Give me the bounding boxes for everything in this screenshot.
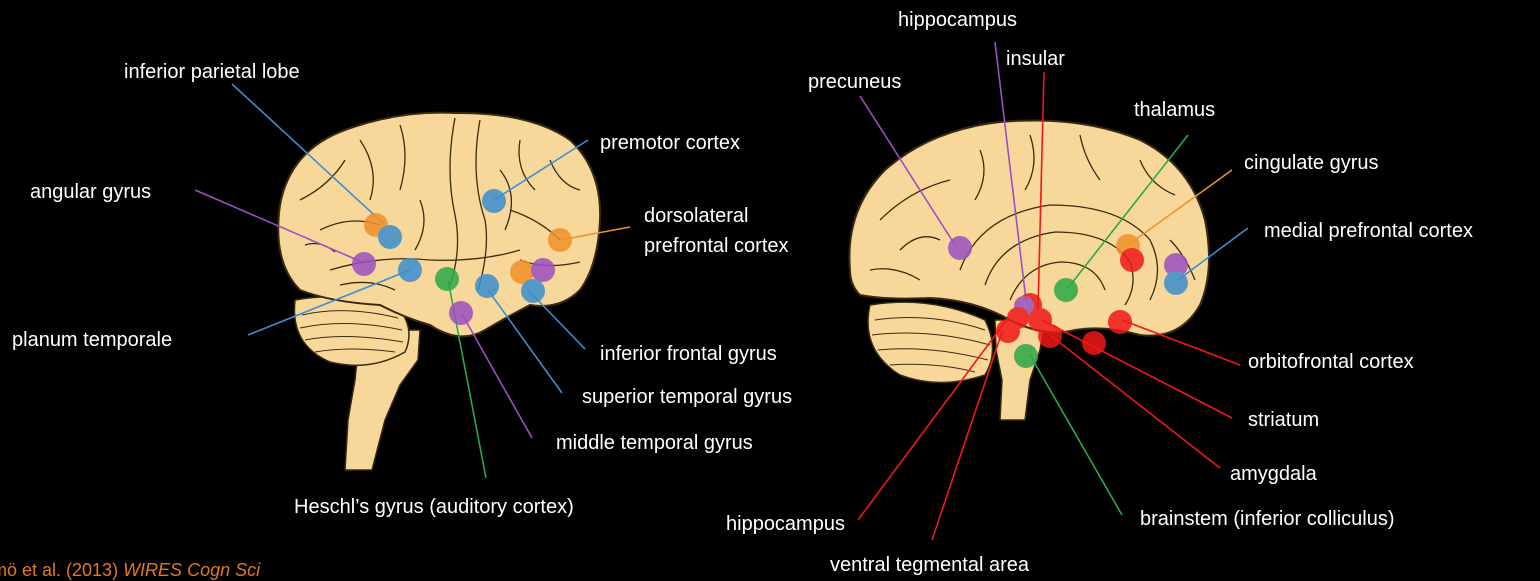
spot-precuneus <box>948 236 972 260</box>
spot-ifg-blue <box>521 279 545 303</box>
spot-thalamus <box>1054 278 1078 302</box>
label-angular-gyrus: angular gyrus <box>30 180 151 204</box>
spot-amygdala <box>1038 324 1062 348</box>
spot-heschl <box>435 267 459 291</box>
label-planum-temporale: planum temporale <box>12 328 172 352</box>
citation: mö et al. (2013) WIRES Cogn Sci <box>0 560 260 581</box>
label-cingulate-gyrus: cingulate gyrus <box>1244 151 1379 175</box>
label-ventral-tegmental-area: ventral tegmental area <box>830 553 1029 577</box>
label-insular: insular <box>1006 47 1065 71</box>
label-heschls-gyrus: Heschl’s gyrus (auditory cortex) <box>294 495 574 519</box>
spot-brainstem <box>1014 344 1038 368</box>
label-middle-temporal-gyrus: middle temporal gyrus <box>556 431 753 455</box>
spot-ifg-purple <box>531 258 555 282</box>
spot-dlpfc <box>548 228 572 252</box>
label-premotor-cortex: premotor cortex <box>600 131 740 155</box>
spot-mpfc-blue <box>1164 271 1188 295</box>
spot-ofc-2 <box>1082 331 1106 355</box>
spot-hippocampus-red-2 <box>1007 307 1029 329</box>
spot-angular <box>352 252 376 276</box>
label-medial-prefrontal-cortex: medial prefrontal cortex <box>1264 219 1473 243</box>
label-brainstem: brainstem (inferior colliculus) <box>1140 507 1395 531</box>
spot-ofc-1 <box>1108 310 1132 334</box>
spot-cingulate-red <box>1120 248 1144 272</box>
label-dlpfc-line2: prefrontal cortex <box>644 234 789 258</box>
label-superior-temporal-gyrus: superior temporal gyrus <box>582 385 792 409</box>
label-orbitofrontal-cortex: orbitofrontal cortex <box>1248 350 1414 374</box>
citation-authors: mö et al. (2013) <box>0 560 123 580</box>
label-striatum: striatum <box>1248 408 1319 432</box>
label-hippocampus-top: hippocampus <box>898 8 1017 32</box>
label-dlpfc-line1: dorsolateral <box>644 204 749 228</box>
label-hippocampus-bottom: hippocampus <box>726 512 845 536</box>
label-thalamus: thalamus <box>1134 98 1215 122</box>
spot-planum <box>398 258 422 282</box>
spot-mtg <box>449 301 473 325</box>
spot-stg <box>475 274 499 298</box>
label-inferior-frontal-gyrus: inferior frontal gyrus <box>600 342 777 366</box>
label-precuneus: precuneus <box>808 70 901 94</box>
spot-premotor <box>482 189 506 213</box>
citation-journal: WIRES Cogn Sci <box>123 560 260 580</box>
label-inferior-parietal-lobe: inferior parietal lobe <box>124 60 300 84</box>
label-amygdala: amygdala <box>1230 462 1317 486</box>
medial-cerebellum <box>868 302 993 382</box>
spot-inferior-parietal-blue <box>378 225 402 249</box>
lateral-brain-view <box>278 113 600 470</box>
